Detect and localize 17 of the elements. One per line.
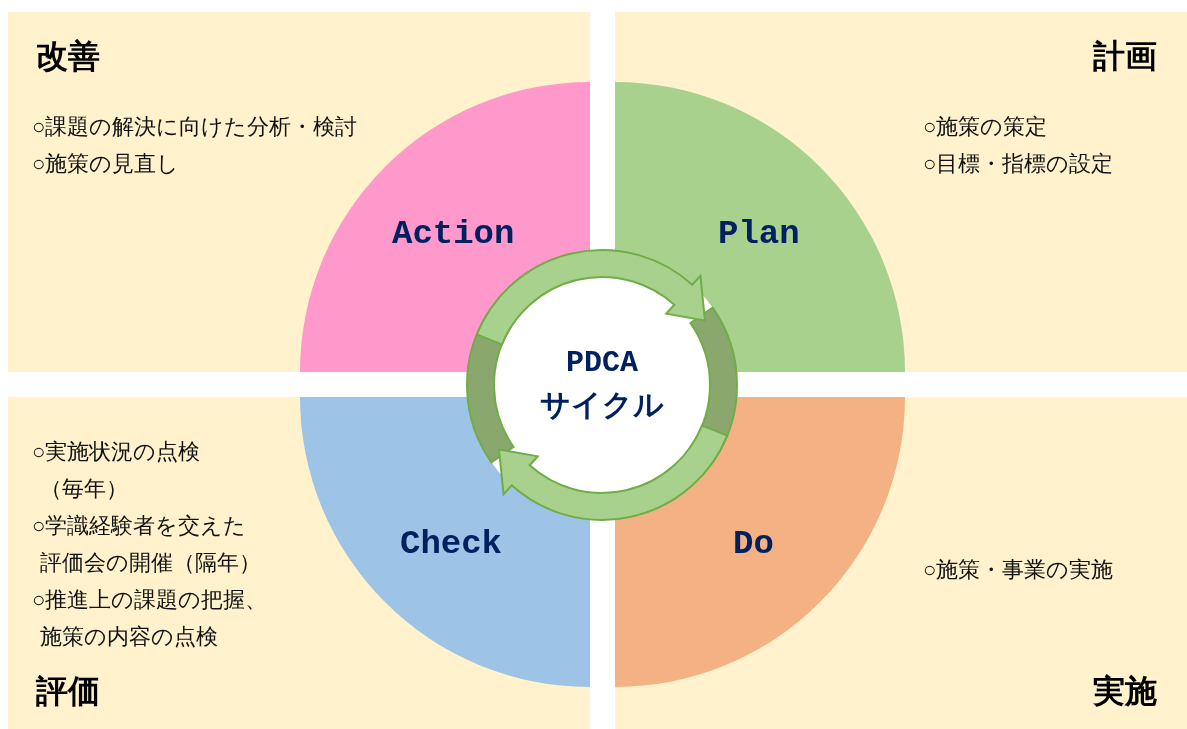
bullet-text: ○目標・指標の設定 (923, 150, 1114, 178)
bullet-text: ○推進上の課題の把握、施策の内容の点検 (32, 586, 269, 651)
bullet-text: ○施策・事業の実施 (923, 556, 1114, 584)
bullet-text: ○課題の解決に向けた分析・検討 (32, 113, 358, 141)
phase-label: Action (392, 215, 515, 253)
panel-heading: 改善 (36, 37, 100, 76)
phase-label: Do (733, 525, 774, 563)
phase-label: Check (400, 525, 503, 563)
panel-heading: 評価 (36, 672, 100, 711)
bullet-text: ○施策の策定 (923, 113, 1049, 141)
bullet-text: ○実施状況の点検（毎年） (32, 438, 202, 503)
bullet-text: ○施策の見直し (32, 150, 181, 178)
bullet-text: ○学識経験者を交えた評価会の開催（隔年） (32, 512, 262, 577)
panel-heading: 実施 (1093, 672, 1157, 711)
cycle-label: PDCA サイクル (539, 345, 665, 426)
phase-label: Plan (718, 215, 800, 253)
panel-heading: 計画 (1093, 37, 1157, 76)
